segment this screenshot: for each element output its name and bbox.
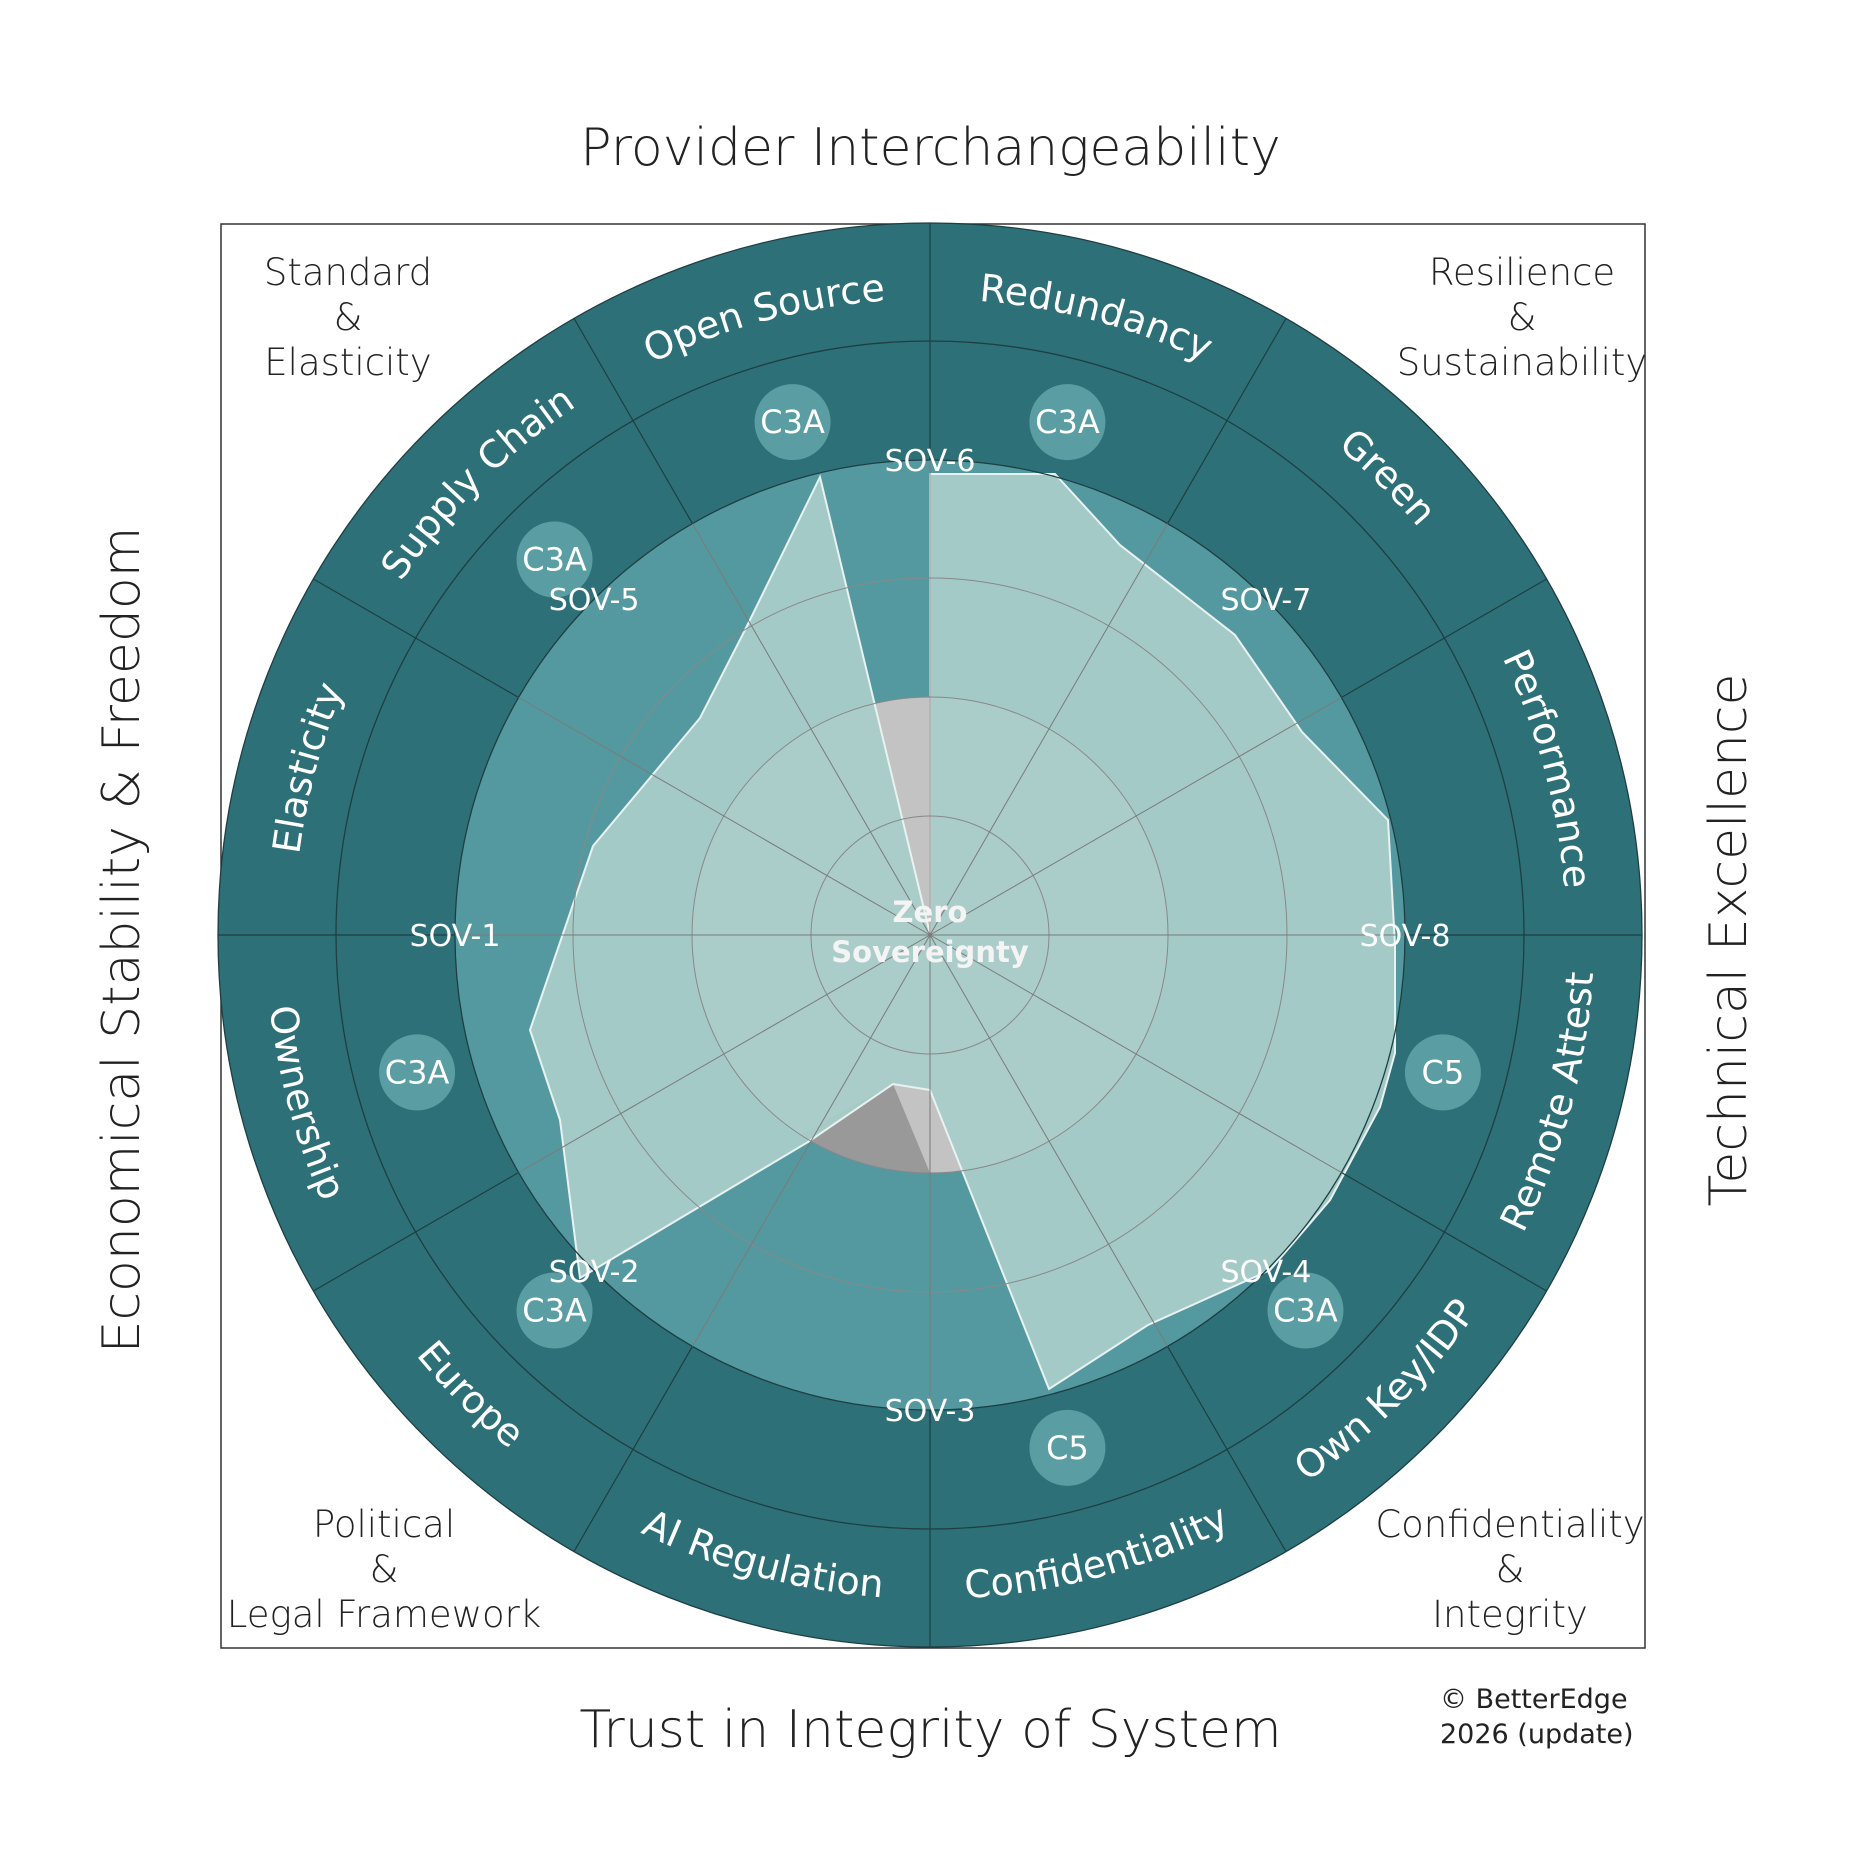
spoke-inner (518, 697, 931, 936)
certification-badge (1404, 1034, 1481, 1111)
certification-badge-label: C3A (522, 541, 587, 579)
top-axis-title: Provider Interchangeability (580, 118, 1281, 178)
corner-line: & (1495, 1548, 1525, 1591)
certification-badge (1029, 1409, 1106, 1486)
copyright-note: © BetterEdge 2026 (update) (1440, 1682, 1640, 1752)
spoke-outer (573, 1346, 694, 1552)
spoke-outer (1166, 1346, 1287, 1552)
certification-badge (1029, 384, 1106, 461)
certification-badge-label: C3A (385, 1053, 450, 1091)
corner-line: Elasticity (264, 341, 432, 384)
sov-label: SOV-3 (885, 1394, 976, 1429)
certification-badge-label: C3A (760, 403, 825, 441)
corner-line: Sustainability (1396, 341, 1648, 384)
sov-label: SOV-5 (549, 583, 640, 618)
spoke-outer (1166, 318, 1287, 524)
certification-badge-label: C3A (1035, 403, 1100, 441)
certification-badge (379, 1034, 456, 1111)
sov-label: SOV-4 (1220, 1255, 1311, 1290)
certification-badge (516, 1272, 593, 1349)
copyright-line: 2026 (update) (1440, 1719, 1634, 1750)
spoke-inner (692, 934, 931, 1347)
certification-badge (516, 521, 593, 598)
spoke-inner (518, 934, 931, 1173)
certification-badge (1267, 1272, 1344, 1349)
center-label-line: Zero (893, 895, 968, 929)
corner-label-bottom-left: Political & Legal Framework (224, 1502, 544, 1637)
certification-badge-label: C3A (522, 1291, 587, 1329)
spoke-inner (929, 934, 1168, 1347)
sov-label: SOV-7 (1220, 583, 1311, 618)
coverage-polygon (528, 473, 1396, 1391)
corner-line: & (333, 296, 363, 339)
corner-line: Confidentiality (1375, 1503, 1645, 1546)
spoke-outer (313, 1171, 519, 1292)
spoke-inner (929, 934, 1342, 1173)
zero-sovereignty-wedge (800, 1084, 930, 1173)
sov-label: SOV-8 (1360, 919, 1451, 954)
corner-line: Legal Framework (226, 1593, 542, 1636)
corner-line: Integrity (1432, 1593, 1588, 1636)
corner-line: & (369, 1548, 399, 1591)
center-label-line: Sovereignty (831, 935, 1029, 969)
corner-line: Political (312, 1503, 456, 1546)
sov-label: SOV-2 (549, 1255, 640, 1290)
spoke-outer (313, 578, 519, 699)
certification-badge (754, 384, 831, 461)
spoke-outer (573, 318, 694, 524)
spoke-inner (692, 523, 931, 936)
corner-label-top-left: Standard & Elasticity (188, 250, 508, 385)
certification-badge-label: C5 (1046, 1429, 1089, 1467)
certification-badge-label: C3A (1273, 1291, 1338, 1329)
spoke-inner (929, 697, 1342, 936)
corner-label-top-right: Resilience & Sustainability (1362, 250, 1682, 385)
copyright-line: © BetterEdge (1440, 1684, 1628, 1715)
corner-line: Resilience (1428, 251, 1616, 294)
spoke-outer (1341, 578, 1547, 699)
sov-label: SOV-6 (885, 444, 976, 479)
spoke-inner (929, 523, 1168, 936)
sov-label: SOV-1 (410, 919, 501, 954)
bottom-axis-title: Trust in Integrity of System (579, 1700, 1282, 1760)
corner-line: Standard (263, 251, 433, 294)
corner-line: & (1507, 296, 1537, 339)
certification-badge-label: C5 (1422, 1053, 1465, 1091)
corner-label-bottom-right: Confidentiality & Integrity (1350, 1502, 1670, 1637)
spoke-outer (1341, 1171, 1547, 1292)
